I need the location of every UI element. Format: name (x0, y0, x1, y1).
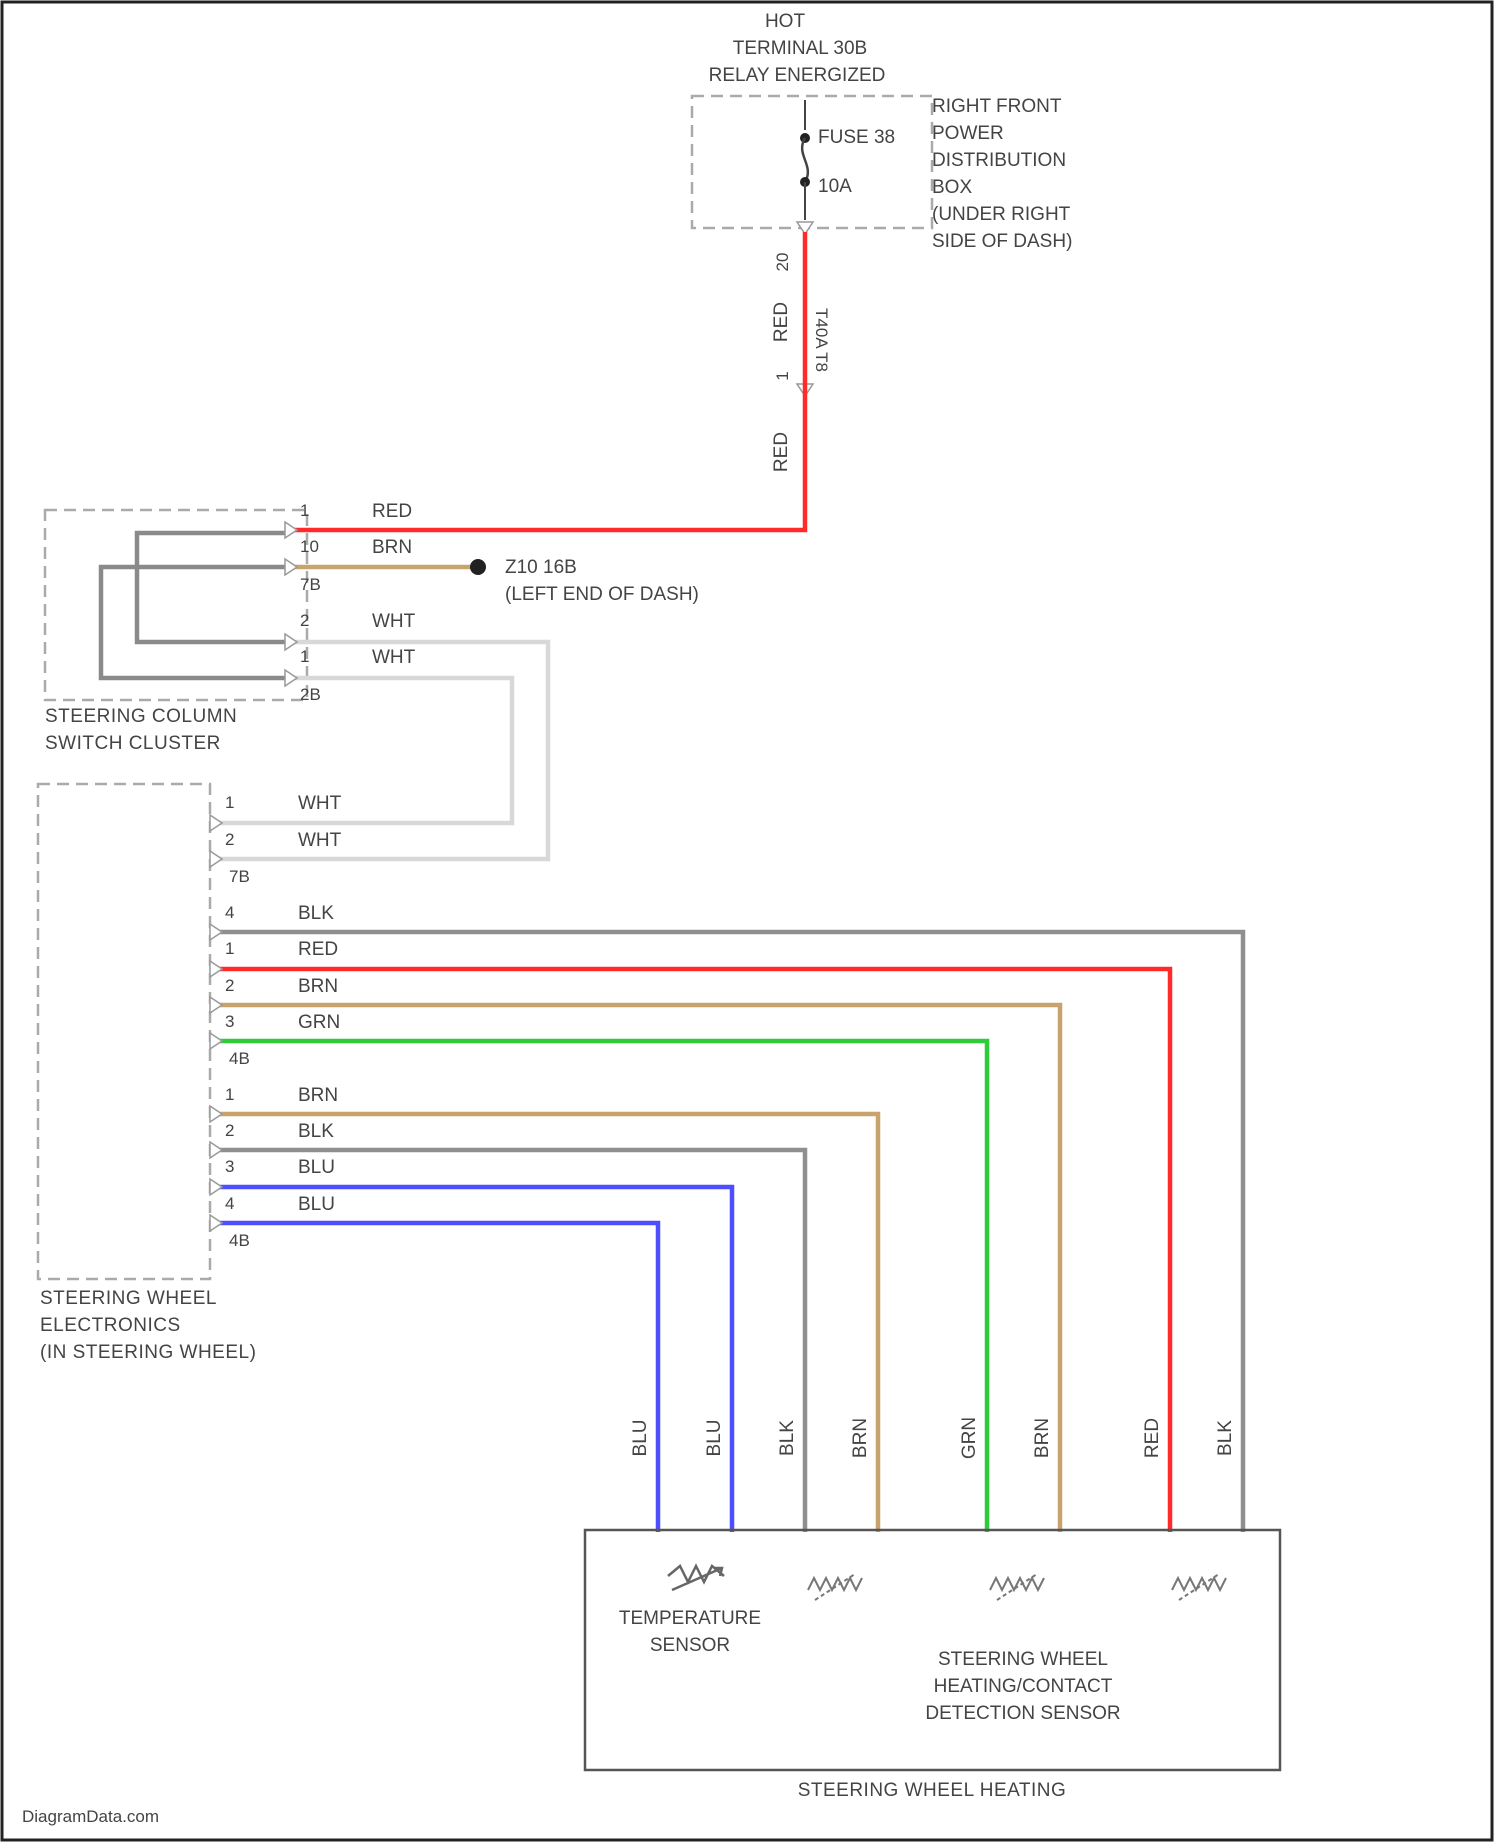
swe-conn-a-pin-0: 1 (225, 793, 234, 812)
swe-conn-a-label: 7B (229, 867, 250, 886)
scc-pin-4: 1 (300, 647, 309, 666)
scc-internal-loop-1 (137, 533, 285, 642)
power-distribution-box-outline (692, 96, 932, 228)
swe-terminals (210, 815, 222, 1231)
swe-conn-a-color-0: WHT (298, 793, 342, 814)
swe-conn-c-color-1: BLK (298, 1121, 334, 1142)
swe-conn-b-label: 4B (229, 1049, 250, 1068)
ground-name-label: Z10 16B (505, 557, 577, 578)
riser-pin-top: 20 (773, 253, 792, 272)
scc-wire-color-3: WHT (372, 611, 416, 632)
scc-name-line1: STEERING COLUMN (45, 706, 237, 727)
swh-wire-label-5: BRN (1032, 1418, 1053, 1458)
scc-name-line2: SWITCH CLUSTER (45, 733, 221, 754)
swh-wire-label-6: RED (1142, 1418, 1163, 1458)
swe-conn-c-pin-3: 4 (225, 1194, 234, 1213)
power-box-line5: (UNDER RIGHT (932, 204, 1071, 225)
swe-conn-b-color-1: RED (298, 939, 338, 960)
scc-internal-loop-2 (101, 567, 285, 678)
wire-blk-1 (210, 932, 1243, 1532)
wire-blu-1 (210, 1187, 732, 1532)
swe-name-line2: ELECTRONICS (40, 1315, 181, 1336)
scc-wire-color-0: RED (372, 501, 412, 522)
scc-wire-color-4: WHT (372, 647, 416, 668)
swe-conn-c-pin-1: 2 (225, 1121, 234, 1140)
steering-column-switch-cluster-outline (45, 510, 307, 700)
wire-red-power-feed (285, 232, 805, 530)
swe-conn-a-color-1: WHT (298, 830, 342, 851)
wire-wht-1 (210, 642, 548, 859)
swe-conn-c-pin-0: 1 (225, 1085, 234, 1104)
swe-conn-b-color-3: GRN (298, 1012, 340, 1033)
wire-blu-2 (210, 1223, 658, 1532)
scc-pin-2: 7B (300, 575, 321, 594)
swe-conn-b-pin-2: 2 (225, 976, 234, 995)
swe-conn-c-color-0: BRN (298, 1085, 338, 1106)
scc-terminals (285, 522, 297, 686)
power-box-line4: BOX (932, 177, 972, 198)
riser-pin-mid: 1 (773, 371, 792, 380)
power-box-line2: POWER (932, 123, 1004, 144)
swe-conn-c-pin-2: 3 (225, 1157, 234, 1176)
steering-wheel-heating-name: STEERING WHEEL HEATING (798, 1780, 1067, 1801)
scc-pin-1: 10 (300, 537, 319, 556)
ground-location-label: (LEFT END OF DASH) (505, 584, 699, 605)
scc-wire-color-1: BRN (372, 537, 412, 558)
swe-conn-a-pin-1: 2 (225, 830, 234, 849)
scc-pin-0: 1 (300, 501, 309, 520)
swe-conn-c-color-2: BLU (298, 1157, 335, 1178)
steering-wheel-electronics-outline (38, 784, 210, 1279)
temp-sensor-line1: TEMPERATURE (619, 1608, 761, 1629)
swh-wire-label-7: BLK (1215, 1420, 1236, 1456)
riser-color-top: RED (771, 302, 792, 342)
fuse-rating-label: 10A (818, 176, 852, 197)
heating-element-symbol-1 (808, 1574, 862, 1600)
power-box-line1: RIGHT FRONT (932, 96, 1062, 117)
fuse-name-label: FUSE 38 (818, 127, 895, 148)
swh-wire-label-3: BRN (850, 1418, 871, 1458)
swh-wire-label-1: BLU (704, 1420, 725, 1457)
watermark: DiagramData.com (22, 1807, 159, 1826)
swe-name-line1: STEERING WHEEL (40, 1288, 217, 1309)
riser-color-bot: RED (771, 432, 792, 472)
swe-conn-b-color-0: BLK (298, 903, 334, 924)
temp-sensor-line2: SENSOR (650, 1635, 730, 1656)
temperature-sensor-symbol (668, 1566, 724, 1590)
power-relay-label: RELAY ENERGIZED (709, 65, 886, 86)
swh-wire-label-0: BLU (630, 1420, 651, 1457)
swe-conn-b-pin-1: 1 (225, 939, 234, 958)
swh-wire-label-2: BLK (777, 1420, 798, 1456)
heating-element-symbol-2 (990, 1574, 1044, 1600)
scc-pin-5: 2B (300, 685, 321, 704)
power-box-line6: SIDE OF DASH) (932, 231, 1072, 252)
power-hot-label: HOT (765, 11, 806, 32)
fuse-38 (800, 100, 810, 220)
swe-conn-b-pin-3: 3 (225, 1012, 234, 1031)
heating-element-symbol-3 (1172, 1574, 1226, 1600)
power-box-line3: DISTRIBUTION (932, 150, 1066, 171)
swe-name-line3: (IN STEERING WHEEL) (40, 1342, 256, 1363)
swe-conn-c-label: 4B (229, 1231, 250, 1250)
detect-sensor-line3: DETECTION SENSOR (925, 1703, 1120, 1724)
detect-sensor-line2: HEATING/CONTACT (934, 1676, 1113, 1697)
detect-sensor-line1: STEERING WHEEL (938, 1649, 1108, 1670)
ground-point (470, 559, 486, 575)
swe-conn-c-color-3: BLU (298, 1194, 335, 1215)
swe-conn-b-color-2: BRN (298, 976, 338, 997)
swh-wire-label-4: GRN (959, 1417, 980, 1459)
wire-red-1 (210, 969, 1170, 1532)
power-terminal-label: TERMINAL 30B (733, 38, 867, 59)
scc-pin-3: 2 (300, 611, 309, 630)
riser-connector-label: T40A T8 (812, 308, 831, 372)
swe-conn-b-pin-0: 4 (225, 903, 234, 922)
